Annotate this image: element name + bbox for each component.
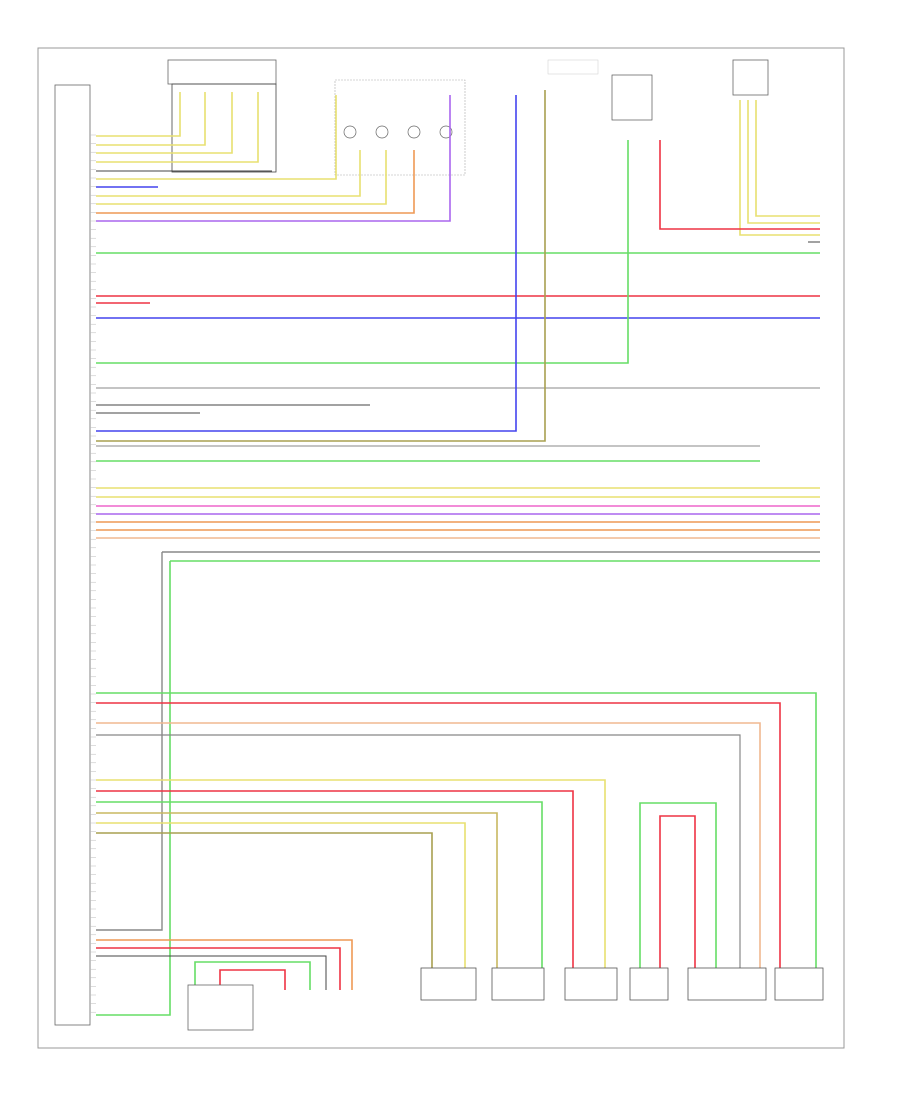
bottom-components	[420, 967, 824, 1001]
wire-trans-3	[96, 92, 233, 154]
left-side-airbag-box	[774, 967, 824, 1001]
wire-lower-red	[96, 702, 781, 968]
wire-lower-olive	[96, 832, 433, 968]
wire-press-1	[739, 100, 820, 236]
wire-green-return	[96, 561, 171, 1016]
wire-trans-2	[96, 92, 206, 146]
wire-grey-return	[96, 552, 163, 931]
wire-loop-green	[639, 802, 717, 968]
wire-lower-yellow	[96, 779, 606, 968]
wire-lower-yellow-2	[96, 822, 466, 968]
right-seat-belt-pretensioner-box	[491, 967, 545, 1001]
module-pin-ticks	[90, 134, 96, 1013]
wire-bottom-red-loop	[219, 969, 286, 990]
left-seat-belt-pretensioner-box	[420, 967, 477, 1001]
wire-blue-2	[96, 95, 517, 432]
wire-bottom-dark	[96, 955, 327, 990]
wire-lower-tan	[96, 812, 498, 968]
seat-sensor-block	[334, 79, 466, 176]
main-control-module	[54, 84, 91, 1026]
wire-olive-1	[96, 90, 546, 442]
outer-frame	[37, 47, 845, 1049]
wire-seat-1	[96, 95, 337, 180]
wire-bottom-red	[96, 947, 341, 990]
wire-lower-peach	[96, 722, 761, 968]
wire-lower-red-2	[96, 790, 574, 968]
wire-trans-4	[96, 92, 259, 163]
wire-seat-orange	[96, 150, 415, 214]
seat-sensor-elements	[343, 125, 453, 139]
wire-press-3	[755, 100, 820, 217]
wire-lower-green	[96, 692, 817, 968]
wire-loop-red	[659, 815, 696, 968]
wire-seat-2	[96, 150, 361, 197]
right-side-module	[547, 59, 599, 75]
wire-bottom-orange	[96, 939, 353, 990]
front-passenger-airbag-box	[564, 967, 618, 1001]
pressure-sensor-block	[732, 59, 769, 96]
wire-seat-violet	[96, 95, 451, 222]
wire-trans-1	[96, 92, 181, 137]
right-side-airbag-box	[629, 967, 669, 1001]
wire-green-2	[96, 140, 629, 364]
left-bottom-module	[187, 984, 254, 1031]
front-sensor-block	[611, 74, 653, 121]
wire-bottom-green	[194, 961, 311, 990]
wire-press-2	[747, 100, 820, 224]
wire-seat-3	[96, 150, 387, 205]
wire-press-red	[659, 140, 820, 230]
transmission-switch-block	[167, 59, 277, 85]
transmission-switch-contacts	[171, 83, 277, 173]
right-front-impact-sensor-box	[687, 967, 767, 1001]
wire-lower-grey	[96, 734, 741, 968]
wire-lower-green-2	[96, 801, 543, 968]
wire-harness	[96, 90, 820, 1016]
